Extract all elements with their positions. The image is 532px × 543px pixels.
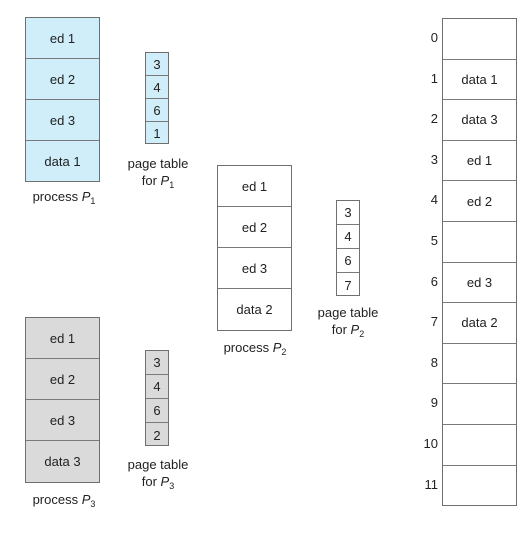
- process-p1-caption: process P1: [14, 188, 114, 210]
- frame-index-2: 2: [430, 111, 438, 127]
- page-table-p2-caption-line2-wrap: for P2: [303, 321, 393, 343]
- process-p3-caption-text: process: [32, 492, 79, 507]
- page-table-p1-caption-line2-wrap: for P1: [113, 172, 203, 194]
- physical-memory: data 1 data 3 ed 1 ed 2 ed 3 data 2: [442, 18, 517, 506]
- page-table-p1-caption-line2: for: [141, 173, 157, 188]
- page-table-p2-entry-2: 6: [337, 249, 359, 273]
- page-table-p1-caption-var: P: [160, 173, 170, 188]
- page-table-p1-entry-2: 6: [146, 99, 168, 122]
- memory-frame-4: ed 2: [443, 181, 516, 222]
- page-table-p3-entry-1: 4: [146, 375, 168, 399]
- process-p1-page-2: ed 3: [26, 100, 99, 141]
- page-table-p2-caption-line2: for: [331, 322, 347, 337]
- frame-index-9: 9: [430, 395, 438, 411]
- process-p3-caption: process P3: [14, 491, 114, 513]
- page-table-p1-entry-1: 4: [146, 76, 168, 99]
- process-p1-page-1: ed 2: [26, 59, 99, 100]
- frame-index-0: 0: [430, 30, 438, 45]
- process-p1-box: ed 1 ed 2 ed 3 data 1: [25, 17, 100, 182]
- process-p2-caption-text: process: [223, 340, 270, 355]
- process-p3-page-0: ed 1: [26, 318, 99, 359]
- process-p3-box: ed 1 ed 2 ed 3 data 3: [25, 317, 100, 483]
- page-table-p2-caption-line1: page table: [317, 305, 379, 320]
- frame-index-1: 1: [430, 70, 438, 86]
- process-p1-caption-text: process: [32, 189, 79, 204]
- process-p2-box: ed 1 ed 2 ed 3 data 2: [217, 165, 292, 331]
- page-table-p3-caption-line1: page table: [127, 457, 189, 472]
- memory-frame-6: ed 3: [443, 263, 516, 304]
- process-p2-caption-var: P: [272, 340, 282, 355]
- memory-frame-11: [443, 466, 516, 507]
- frame-index-11: 11: [424, 476, 439, 492]
- page-table-p1-box: 3 4 6 1: [145, 52, 169, 144]
- memory-frame-0: [443, 19, 516, 60]
- memory-frame-10: [443, 425, 516, 466]
- memory-frame-7: data 2: [443, 303, 516, 344]
- process-p3-caption-var: P: [81, 492, 91, 507]
- page-table-p2-entry-1: 4: [337, 225, 359, 249]
- page-table-p2-caption-sub: 2: [359, 329, 365, 339]
- process-p3-caption-sub: 3: [90, 499, 96, 509]
- memory-frame-indices: 0 1 2 3 4 5 6 7 8 9 10 11: [408, 18, 438, 506]
- frame-index-3: 3: [430, 151, 438, 167]
- process-p2-page-2: ed 3: [218, 248, 291, 289]
- process-p2-page-3: data 2: [236, 302, 273, 317]
- memory-frame-5: [443, 222, 516, 263]
- frame-index-4: 4: [430, 192, 438, 208]
- page-table-p1-entry-0: 3: [146, 53, 168, 76]
- frame-index-6: 6: [430, 273, 438, 289]
- page-table-p2-entry-3: 7: [344, 277, 352, 293]
- memory-frame-9: [443, 384, 516, 425]
- process-p3-page-3: data 3: [44, 454, 81, 469]
- process-p1-page-0: ed 1: [26, 18, 99, 59]
- page-table-p3-caption-var: P: [160, 474, 170, 489]
- memory-frame-2: data 3: [443, 100, 516, 141]
- page-table-p1-entry-3: 1: [153, 126, 161, 141]
- page-table-p3-caption-line2: for: [141, 474, 157, 489]
- page-table-p1-caption-sub: 1: [169, 180, 175, 190]
- memory-frame-8: [443, 344, 516, 385]
- process-p2-page-1: ed 2: [218, 207, 291, 248]
- page-table-p2-caption-var: P: [350, 322, 360, 337]
- page-table-p1-caption-line1: page table: [127, 156, 189, 171]
- frame-index-10: 10: [423, 436, 438, 451]
- process-p2-page-0: ed 1: [218, 166, 291, 207]
- page-table-p3-caption-sub: 3: [169, 481, 175, 491]
- memory-frame-1: data 1: [443, 60, 516, 101]
- process-p1-page-3: data 1: [44, 154, 81, 169]
- process-p1-caption-sub: 1: [90, 196, 96, 206]
- page-table-p2-entry-0: 3: [337, 201, 359, 225]
- process-p3-page-1: ed 2: [26, 359, 99, 400]
- page-table-p2-box: 3 4 6 7: [336, 200, 360, 296]
- page-table-p3-caption: page table for P3: [113, 456, 203, 495]
- process-p2-caption-sub: 2: [281, 347, 287, 357]
- frame-index-7: 7: [430, 314, 438, 330]
- page-table-p3-entry-2: 6: [146, 399, 168, 423]
- page-table-p3-box: 3 4 6 2: [145, 350, 169, 446]
- process-p3-page-2: ed 3: [26, 400, 99, 441]
- frame-index-5: 5: [430, 233, 438, 248]
- page-table-p2-caption: page table for P2: [303, 304, 393, 343]
- process-p1-caption-var: P: [81, 189, 91, 204]
- frame-index-8: 8: [430, 354, 438, 370]
- process-p2-caption: process P2: [205, 339, 305, 361]
- page-table-p3-caption-line2-wrap: for P3: [113, 473, 203, 495]
- page-table-p3-entry-3: 2: [153, 427, 161, 443]
- page-table-p3-entry-0: 3: [146, 351, 168, 375]
- memory-frame-3: ed 1: [443, 141, 516, 182]
- page-table-p1-caption: page table for P1: [113, 155, 203, 194]
